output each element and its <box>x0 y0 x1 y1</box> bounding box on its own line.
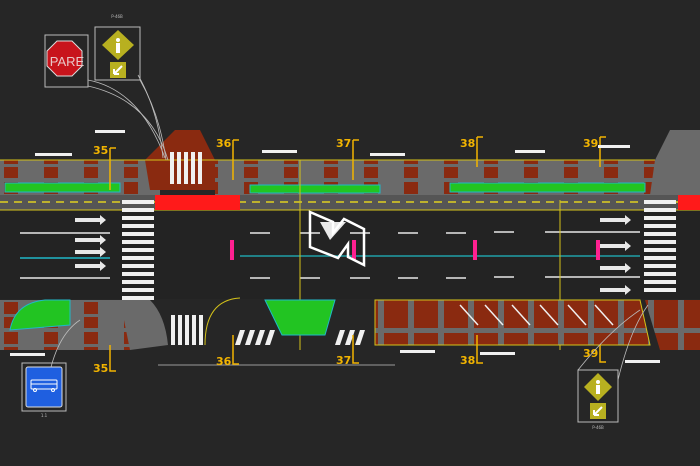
svg-text:35: 35 <box>93 362 108 375</box>
top-planters <box>4 182 646 194</box>
magenta-markers <box>230 240 600 260</box>
station-36-bottom: 36 <box>216 335 239 368</box>
station-37-top: 37 <box>336 137 359 180</box>
pedestrian-sign-top: P-46B <box>94 14 141 81</box>
svg-text:37: 37 <box>336 137 351 150</box>
station-38-bottom: 38 <box>460 335 483 367</box>
leader-lines <box>44 74 649 406</box>
bottom-sidewalk <box>0 297 700 366</box>
station-38-top: 38 <box>460 136 483 167</box>
red-zone-left <box>155 195 240 210</box>
lane-arrows <box>75 215 631 295</box>
crosswalk-north <box>170 152 202 184</box>
stop-sign: PARE <box>44 34 89 88</box>
svg-text:36: 36 <box>216 137 232 150</box>
svg-text:38: 38 <box>460 354 475 367</box>
red-zone-right <box>678 195 700 210</box>
annotation-labels <box>10 130 660 363</box>
svg-text:P-46B: P-46B <box>111 14 123 19</box>
crosswalk-south <box>171 315 203 345</box>
station-35-top: 35 <box>93 144 116 190</box>
pedestrian-sign-bottom: P-46B <box>577 369 619 430</box>
svg-text:35: 35 <box>93 144 108 157</box>
svg-text:39: 39 <box>583 137 598 150</box>
svg-text:37: 37 <box>336 354 351 367</box>
bus-icon <box>30 379 58 392</box>
station-markers-bottom: 35 36 37 38 39 <box>93 335 606 375</box>
station-37-bottom: 37 <box>336 335 359 367</box>
station-markers-top: 35 36 37 38 39 <box>93 136 606 190</box>
roadway <box>0 160 700 350</box>
station-35-bottom: 35 <box>93 345 116 375</box>
crosswalk-east <box>644 200 676 292</box>
station-36-top: 36 <box>216 137 239 180</box>
station-39-top: 39 <box>583 136 606 167</box>
brand-logo <box>308 210 366 268</box>
median-planter <box>264 299 336 336</box>
svg-text:P-46B: P-46B <box>592 425 604 430</box>
svg-text:38: 38 <box>460 137 475 150</box>
svg-text:36: 36 <box>216 355 232 368</box>
top-curb-lane <box>0 195 700 211</box>
svg-text:1.1: 1.1 <box>41 413 48 418</box>
crosswalk-west <box>122 200 154 300</box>
svg-text:PARE: PARE <box>50 54 85 69</box>
bus-stop-sign: 1.1 <box>21 362 67 418</box>
